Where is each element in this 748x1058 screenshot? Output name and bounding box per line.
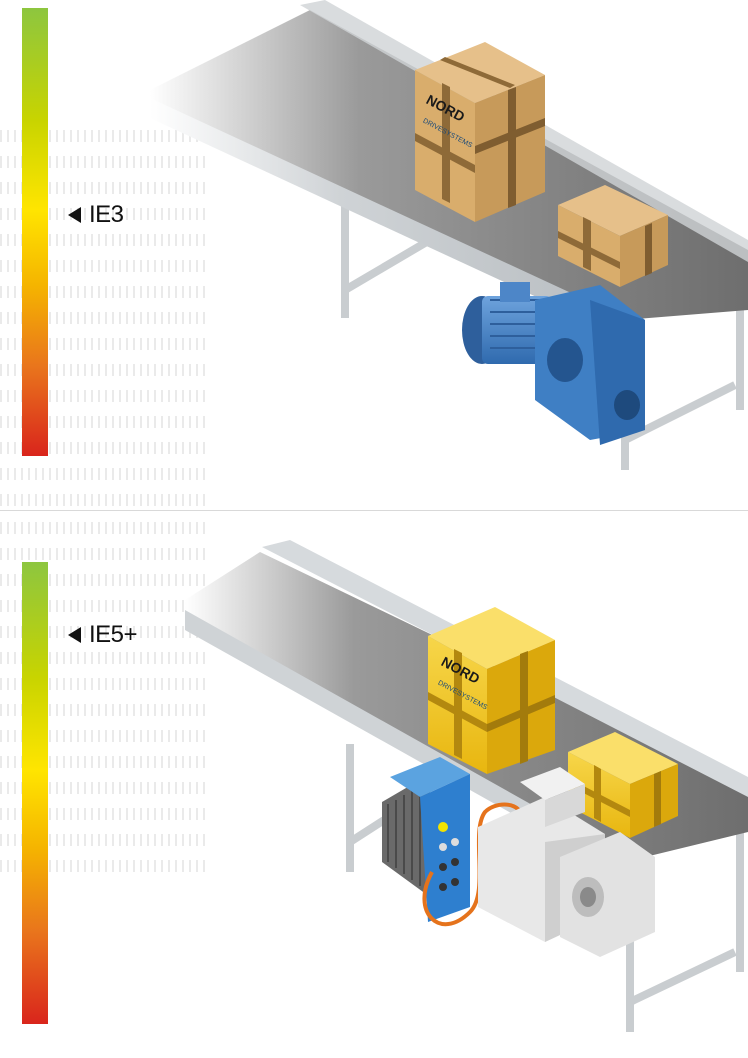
efficiency-marker-ie5: IE5+ <box>68 621 138 649</box>
conveyor-scene-ie3 <box>150 0 748 470</box>
cardboard-box-large <box>428 607 555 774</box>
efficiency-scale-bar <box>22 8 48 456</box>
efficiency-scale-bar <box>22 562 48 1024</box>
left-triangle-icon <box>68 207 81 223</box>
conveyor-side-rail <box>150 98 625 338</box>
left-triangle-icon <box>68 627 81 643</box>
blue-gearmotor <box>462 282 645 445</box>
cardboard-box-small <box>568 732 678 838</box>
cardboard-box-small <box>558 185 668 287</box>
cardboard-box-large <box>415 42 545 222</box>
decentral-drive-unit <box>382 757 470 922</box>
efficiency-marker-ie3: IE3 <box>68 201 124 229</box>
section-divider <box>0 510 748 511</box>
efficiency-label: IE5+ <box>89 621 138 648</box>
efficiency-label: IE3 <box>89 201 124 228</box>
panel-ie5: IE5+ <box>0 512 748 1058</box>
panel-ie3: IE3 <box>0 0 748 510</box>
conveyor-scene-ie5 <box>185 540 748 1032</box>
white-gearmotor <box>478 767 655 957</box>
conveyor-side-rail <box>185 610 625 877</box>
